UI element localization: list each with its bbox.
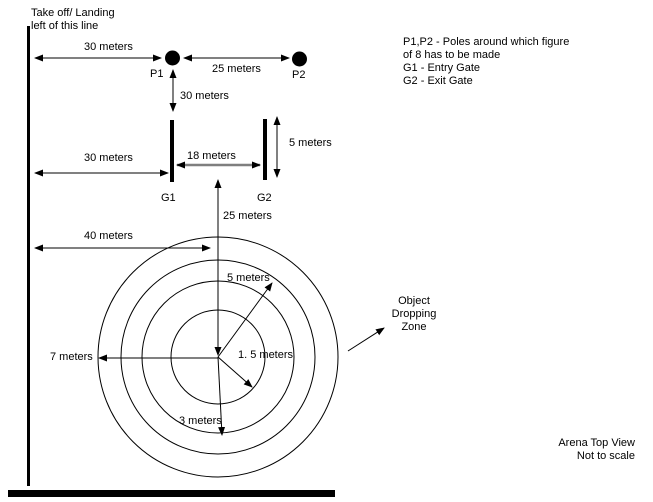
- takeoff-label-line1: Take off/ Landing: [31, 7, 115, 19]
- radius-1-5m-arrow: [217, 356, 253, 388]
- radius-3m-label: 3 meters: [179, 415, 222, 427]
- gate-g1-label: G1: [161, 192, 176, 204]
- zone-label-line1: Object: [398, 295, 430, 307]
- zone-pointer-arrow: [347, 327, 385, 352]
- zone-label-line3: Zone: [401, 321, 427, 333]
- zone-circle-inner: [170, 309, 266, 405]
- legend-line2: of 8 has to be made: [403, 49, 501, 61]
- dim-gate-width-label: 5 meters: [289, 137, 332, 149]
- dim-line-to-g1-label: 30 meters: [84, 152, 133, 164]
- dim-g1-to-g2-label: 18 meters: [187, 150, 236, 162]
- dim-gate-to-zone-label: 25 meters: [223, 210, 272, 222]
- footer-subtitle: Not to scale: [576, 450, 635, 462]
- legend: P1,P2 - Poles around which figure of 8 h…: [403, 36, 569, 88]
- takeoff-label: Take off/ Landing left of this line: [31, 7, 115, 33]
- legend-line3: G1 - Entry Gate: [403, 62, 481, 74]
- bottom-bar: [8, 490, 335, 497]
- pole-p1-label: P1: [150, 68, 164, 80]
- legend-line4: G2 - Exit Gate: [403, 75, 473, 87]
- dim-p1-to-p2-label: 25 meters: [212, 63, 261, 75]
- pole-p1-marker: [165, 50, 180, 66]
- radius-5m-arrow: [217, 282, 273, 358]
- dim-line-to-zone-label: 40 meters: [84, 230, 133, 242]
- radius-7m-label: 7 meters: [50, 351, 93, 363]
- legend-line1: P1,P2 - Poles around which figure: [403, 36, 570, 48]
- dim-line-to-p1-label: 30 meters: [84, 41, 133, 53]
- radius-3m-arrow: [217, 356, 226, 436]
- radius-5m-label: 5 meters: [227, 272, 270, 284]
- zone-circle-second: [141, 280, 295, 434]
- zone-label-line2: Dropping: [391, 308, 437, 320]
- pole-p2-label: P2: [292, 69, 306, 81]
- footer-note: Arena Top View Not to scale: [515, 437, 635, 463]
- footer-title: Arena Top View: [558, 437, 635, 449]
- dim-p1-to-g1-label: 30 meters: [180, 90, 229, 102]
- zone-circle-third: [120, 259, 316, 455]
- zone-label: Object Dropping Zone: [385, 295, 443, 334]
- gate-g2-label: G2: [257, 192, 272, 204]
- takeoff-label-line2: left of this line: [31, 20, 99, 32]
- radius-1-5m-label: 1. 5 meters: [238, 349, 294, 361]
- pole-p2-marker: [292, 51, 307, 67]
